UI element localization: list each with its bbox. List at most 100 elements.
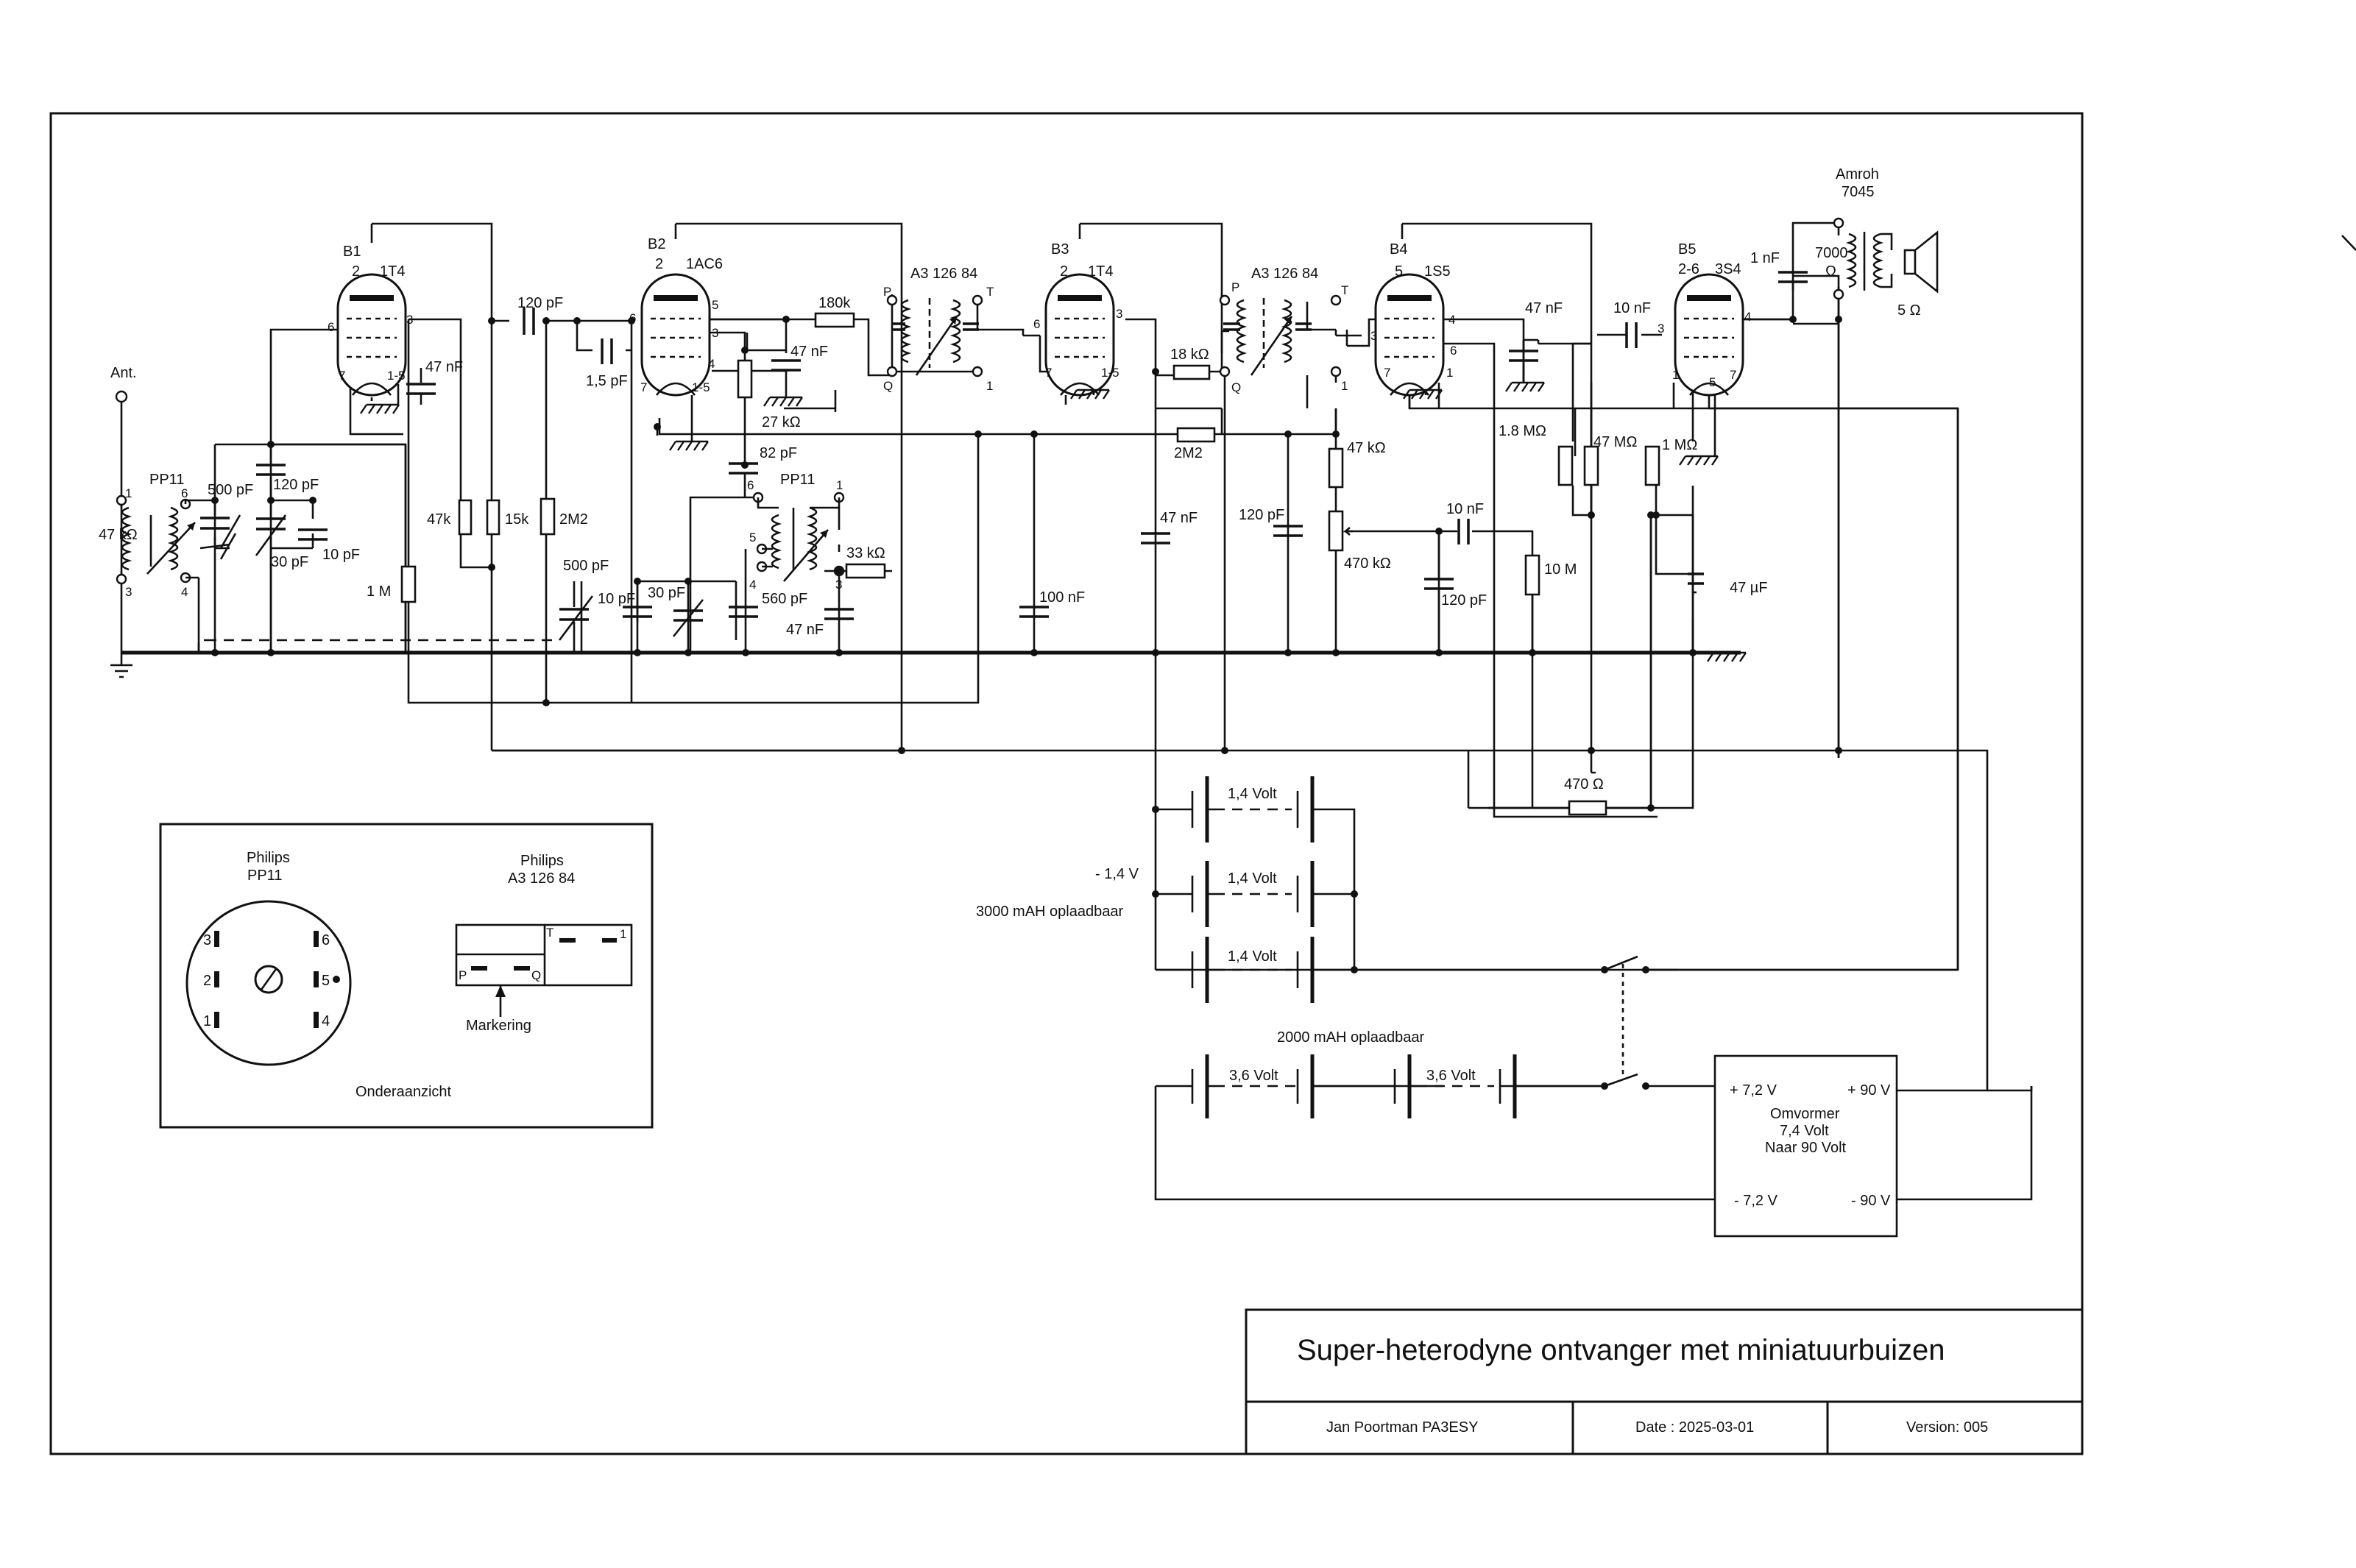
r-47k-label: 47k [427,511,451,528]
b3-pin7: 7 [1045,366,1052,380]
b1-pin7: 7 [339,369,345,383]
if2-1: 1 [1341,379,1348,393]
cell-a-label: 1,4 Volt [1228,786,1277,802]
r-33k-label: 33 kΩ [846,545,885,561]
battery-lt: 1,4 Volt 1,4 Volt 1,4 Volt - 1,4 V 3000 … [976,776,1649,1077]
if2-Q: Q [1231,380,1241,394]
drawing-date: Date : 2025-03-01 [1635,1419,1754,1436]
b3-pin15: 1-5 [1101,366,1119,380]
converter: + 7,2 V + 90 V Omvormer 7,4 Volt Naar 90… [1713,1054,1898,1238]
cell-b-label: 1,4 Volt [1228,870,1277,887]
r-47k-ant: 47 kΩ [99,527,138,543]
c-120pf-d-label: 120 pF [1441,592,1487,609]
if1-T: T [986,285,994,299]
conv-out-minus: - 90 V [1851,1193,1891,1209]
pp11-b-name: PP11 [780,472,815,488]
b5-pin5: 5 [1709,375,1716,389]
b1-ref: B1 [343,244,361,260]
r-2m2-b-label: 2M2 [1174,445,1203,461]
b2-pin15: 1-5 [692,380,710,394]
conv-line1: Omvormer [1770,1106,1840,1122]
legend-pp11-brand: Philips [247,850,290,866]
legend-pin-1: 1 [203,1013,211,1029]
speaker-model: 7045 [1842,184,1875,200]
c-47nf-b1-label: 47 nF [425,359,463,375]
cell-e-label: 3,6 Volt [1426,1068,1476,1084]
if1-1: 1 [986,379,993,393]
r-470-label: 470 Ω [1564,776,1604,792]
pp11-a-name: PP11 [149,472,184,488]
legend-if-name: A3 126 84 [508,870,575,887]
c-30pf-b-label: 30 pF [648,585,685,601]
c-47nf-b2-label: 47 nF [790,344,828,360]
b3-pin2: 2 [1060,263,1068,280]
tube-b2: B2 2 1AC6 5 6 3 4 7 1-5 [629,236,723,452]
c-47nf-e-label: 47 nF [1525,300,1563,316]
drawing-frame [49,112,2084,1455]
if2-T: T [1341,283,1348,297]
b4-pin5: 5 [1395,263,1403,280]
b5-pin26: 2-6 [1678,261,1699,277]
pp11-b-p4: 4 [749,578,756,592]
tube-b4: B4 5 1S5 4 3 6 7 1 [1370,241,1457,400]
legend-if-brand: Philips [520,853,564,869]
c-47uf-label: 47 µF [1730,580,1768,596]
if1-Q: Q [883,379,893,393]
c-500pf-a-label: 500 pF [208,482,253,498]
b2-pin4: 4 [708,357,715,371]
r-1m-b-label: 1 MΩ [1662,437,1697,453]
coil-pp11-b: PP11 6 1 5 4 3 [747,472,845,592]
conv-out-plus: + 90 V [1847,1082,1891,1099]
if1-P: P [883,285,891,299]
drawing-version: Version: 005 [1906,1419,1988,1436]
conv-line3: Naar 90 Volt [1765,1140,1847,1156]
pp11-b-p1: 1 [836,478,843,492]
legend-box-1: 1 [620,927,626,941]
legend-pin-3: 3 [203,932,211,948]
r-10m-label: 10 M [1544,561,1577,578]
c-82pf-label: 82 pF [760,445,797,461]
b4-pin6: 6 [1450,344,1457,358]
coil-socket-icon [185,900,352,1066]
battery-ht: 2000 mAH oplaadbaar 3,6 Volt 3,6 Volt [1191,1029,1649,1118]
b5-pin4: 4 [1744,310,1751,324]
legend-marking: Markering [466,1018,531,1034]
r-27k-label: 27 kΩ [762,414,801,430]
b2-pin3: 3 [712,326,718,340]
b3-ref: B3 [1051,241,1069,258]
c-47nf-d-label: 47 nF [1160,510,1198,526]
c-10pf-a-label: 10 pF [322,547,360,563]
if2-P: P [1231,280,1239,294]
r-18k-label: 18 kΩ [1170,347,1209,363]
b5-pin7: 7 [1730,368,1736,382]
c-47nf-c-label: 47 nF [786,622,824,638]
r-2m2-a-label: 2M2 [559,511,588,528]
legend-pin-4: 4 [322,1013,330,1029]
r-47k-b-label: 47 kΩ [1347,440,1386,456]
b4-type: 1S5 [1424,263,1451,280]
b2-ref: B2 [648,236,665,252]
b4-pin3: 3 [1370,329,1377,343]
b3-pin6: 6 [1033,317,1040,331]
cell-d-label: 3,6 Volt [1229,1068,1278,1084]
pot-470k-label: 470 kΩ [1344,556,1391,572]
r-1m-label: 1 M [367,583,391,600]
legend-pin-6: 6 [322,932,330,948]
pp11-a-p4: 4 [181,585,188,599]
r-15k-label: 15k [505,511,529,528]
legend-pin-2: 2 [203,973,211,989]
legend-box: Philips PP11 3 6 2 5 1 4 Philips A3 126 … [159,823,654,1129]
legend-view: Onderaanzicht [355,1084,452,1100]
c-100nf-label: 100 nF [1039,589,1085,606]
legend-pp11-name: PP11 [247,868,282,884]
b4-pin4: 4 [1448,313,1455,327]
b1-pin3: 3 [406,313,413,327]
b2-pin5: 5 [712,298,718,312]
if-transformer-1: A3 126 84 P T Q 1 [883,266,994,393]
slot-key-icon [254,965,283,994]
b4-ref: B4 [1390,241,1407,258]
pp11-b-p6: 6 [747,478,754,492]
r-1-8m-label: 1.8 MΩ [1499,423,1546,439]
b5-ref: B5 [1678,241,1696,258]
b1-pin15: 1-5 [387,369,406,383]
